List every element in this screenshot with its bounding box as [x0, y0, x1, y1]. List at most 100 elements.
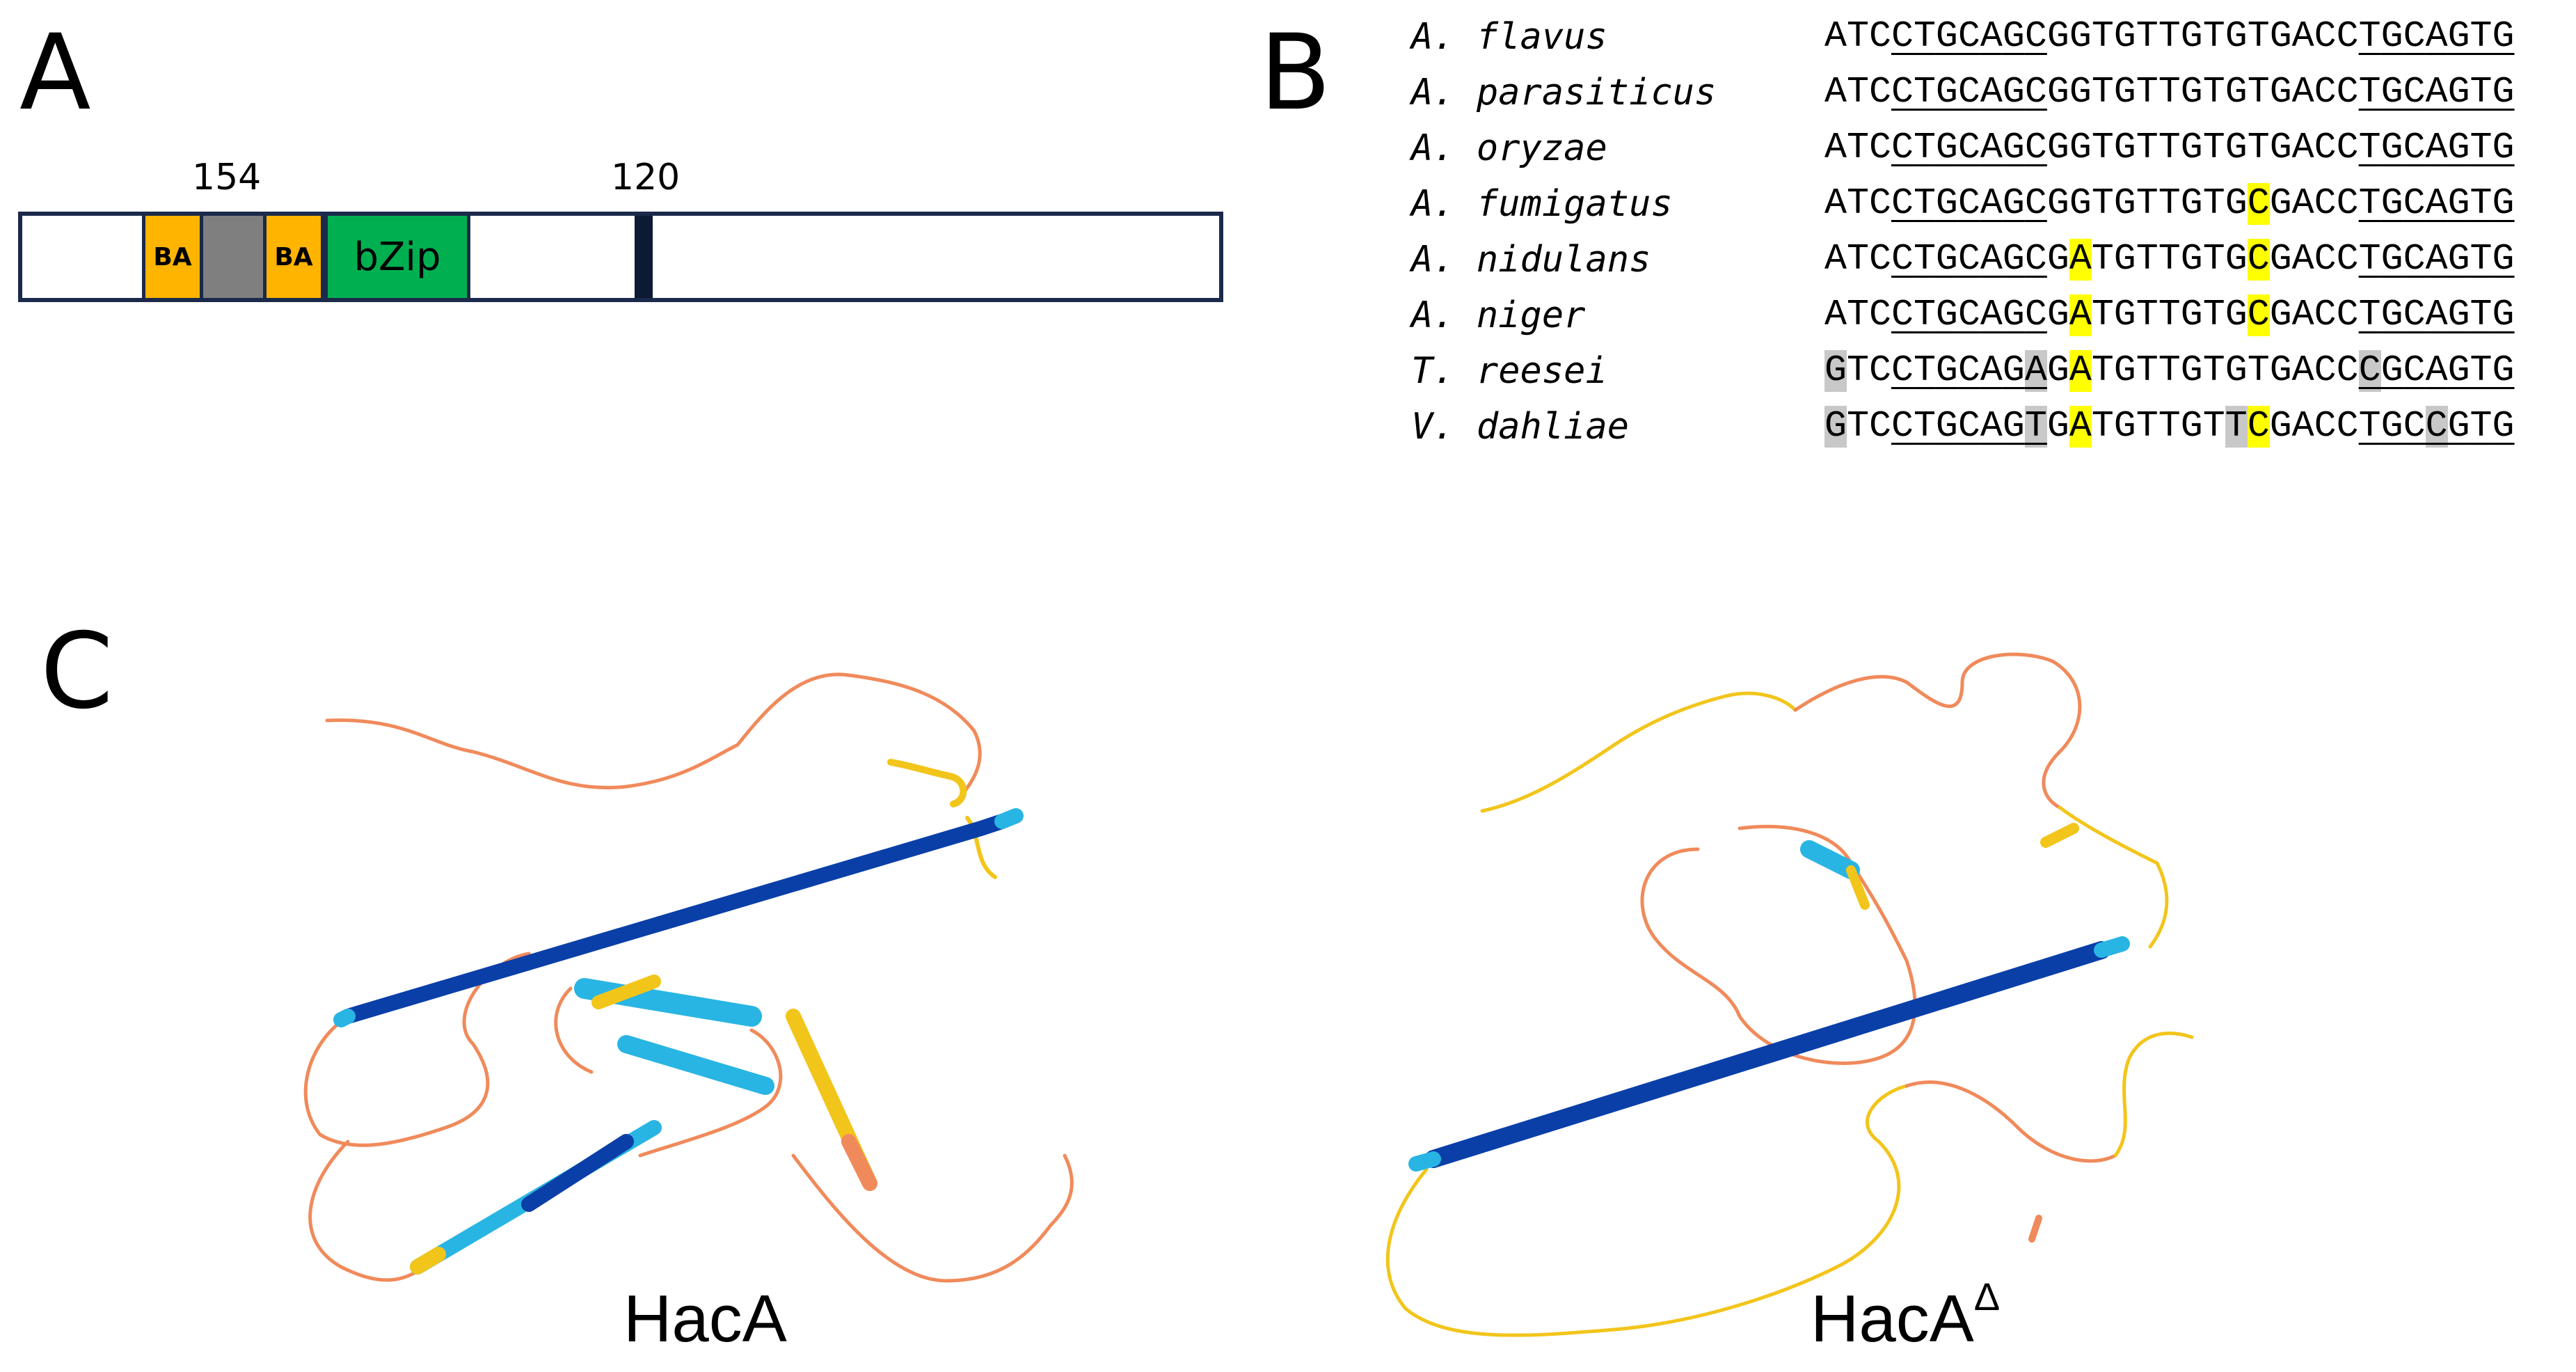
nucleotide: T	[2136, 72, 2158, 113]
nucleotide: C	[2314, 406, 2337, 448]
nucleotide: G	[2269, 294, 2292, 336]
position-label-left: 154	[192, 157, 262, 198]
nucleotide: C	[1868, 239, 1891, 281]
nucleotide: T	[2470, 294, 2492, 336]
nucleotide: C	[1891, 127, 1914, 169]
nucleotide: G	[2113, 294, 2136, 336]
nucleotide: A	[2291, 72, 2314, 113]
sequence-row: ATCCTGCAGCGATGTTGTGCGACCTGCAGTG	[1824, 232, 2515, 287]
nucleotide: T	[2158, 294, 2181, 336]
nucleotide: T	[2091, 239, 2114, 281]
nucleotide: G	[2380, 294, 2403, 336]
nucleotide: G	[2447, 406, 2470, 448]
nucleotide: A	[2291, 350, 2314, 392]
nucleotide: T	[1913, 350, 1936, 392]
nucleotide: G	[2269, 16, 2292, 58]
nucleotide: G	[2447, 350, 2470, 392]
nucleotide: A	[1980, 16, 2003, 58]
nucleotide: T	[2470, 127, 2492, 169]
nucleotide: G	[2113, 127, 2136, 169]
nucleotide: C	[1891, 239, 1914, 281]
species-name: A. oryzae	[1411, 127, 1607, 169]
nucleotide: C	[2314, 350, 2337, 392]
nucleotide: C	[2403, 16, 2426, 58]
nucleotide: C	[1868, 294, 1891, 336]
nucleotide: C	[2425, 406, 2448, 448]
nucleotide: C	[2336, 406, 2359, 448]
nucleotide: T	[1913, 127, 1936, 169]
nucleotide: C	[2336, 16, 2359, 58]
nucleotide: C	[2403, 239, 2426, 281]
nucleotide: G	[2046, 16, 2069, 58]
nucleotide: A	[1980, 183, 2003, 225]
nucleotide: G	[2447, 239, 2470, 281]
nucleotide: G	[2180, 72, 2203, 113]
nucleotide: G	[2113, 406, 2136, 448]
nucleotide: C	[2247, 406, 2270, 448]
nucleotide: G	[2225, 127, 2248, 169]
nucleotide: G	[2269, 183, 2292, 225]
nucleotide: C	[2024, 16, 2047, 58]
nucleotide: C	[2314, 294, 2337, 336]
nucleotide: G	[2002, 350, 2025, 392]
nucleotide: G	[2180, 183, 2203, 225]
nucleotide: G	[2380, 16, 2403, 58]
nucleotide: T	[1846, 294, 1869, 336]
nucleotide: C	[1868, 183, 1891, 225]
nucleotide: C	[1957, 16, 1980, 58]
nucleotide: C	[1957, 127, 1980, 169]
nucleotide: A	[2425, 239, 2448, 281]
nucleotide: G	[2180, 16, 2203, 58]
sequence-row: ATCCTGCAGCGGTGTTGTGTGACCTGCAGTG	[1824, 10, 2515, 64]
nucleotide: T	[2358, 72, 2381, 113]
nucleotide: T	[2091, 294, 2114, 336]
nucleotide: C	[2247, 183, 2270, 225]
sequence-row: ATCCTGCAGCGATGTTGTGCGACCTGCAGTG	[1824, 288, 2515, 342]
nucleotide: G	[2046, 183, 2069, 225]
nucleotide: T	[1846, 183, 1869, 225]
nucleotide: G	[1824, 406, 1847, 448]
nucleotide: A	[2425, 183, 2448, 225]
nucleotide: T	[2358, 183, 2381, 225]
ba-domain-1: BA	[142, 216, 203, 298]
nucleotide: G	[2225, 294, 2248, 336]
nucleotide: C	[2314, 127, 2337, 169]
nucleotide: G	[2113, 350, 2136, 392]
nucleotide: C	[2336, 127, 2359, 169]
nucleotide: G	[2492, 350, 2515, 392]
nucleotide: C	[1891, 350, 1914, 392]
nucleotide: G	[2002, 127, 2025, 169]
nucleotide: T	[2202, 406, 2225, 448]
nucleotide: C	[2314, 183, 2337, 225]
nucleotide: G	[2492, 294, 2515, 336]
nucleotide: T	[2358, 127, 2381, 169]
nucleotide: G	[1935, 294, 1958, 336]
nucleotide: T	[1913, 294, 1936, 336]
nucleotide: C	[1957, 350, 1980, 392]
nucleotide: G	[2492, 72, 2515, 113]
nucleotide: G	[1935, 183, 1958, 225]
nucleotide: T	[1846, 239, 1869, 281]
nucleotide: G	[2447, 183, 2470, 225]
nucleotide: T	[1913, 239, 1936, 281]
nucleotide: T	[2470, 183, 2492, 225]
nucleotide: C	[2336, 183, 2359, 225]
nucleotide: A	[1824, 127, 1847, 169]
sequence-row: GTCCTGCAGAGATGTTGTGTGACCCGCAGTG	[1824, 344, 2515, 398]
nucleotide: T	[2136, 16, 2158, 58]
sequence-row: ATCCTGCAGCGGTGTTGTGTGACCTGCAGTG	[1824, 121, 2515, 175]
nucleotide: C	[2314, 239, 2337, 281]
nucleotide: C	[1891, 406, 1914, 448]
bzip-domain: bZip	[324, 216, 470, 298]
nucleotide: T	[2247, 72, 2270, 113]
nucleotide: A	[2291, 183, 2314, 225]
nucleotide: G	[2069, 127, 2092, 169]
haca-delta-label: HacAΔ	[1811, 1275, 2000, 1357]
nucleotide: T	[2202, 350, 2225, 392]
delta-superscript: Δ	[1973, 1275, 2001, 1318]
species-name: A. nidulans	[1411, 239, 1651, 281]
nucleotide: T	[2158, 127, 2181, 169]
nucleotide: G	[2069, 72, 2092, 113]
nucleotide: A	[1980, 350, 2003, 392]
nucleotide: T	[2202, 127, 2225, 169]
